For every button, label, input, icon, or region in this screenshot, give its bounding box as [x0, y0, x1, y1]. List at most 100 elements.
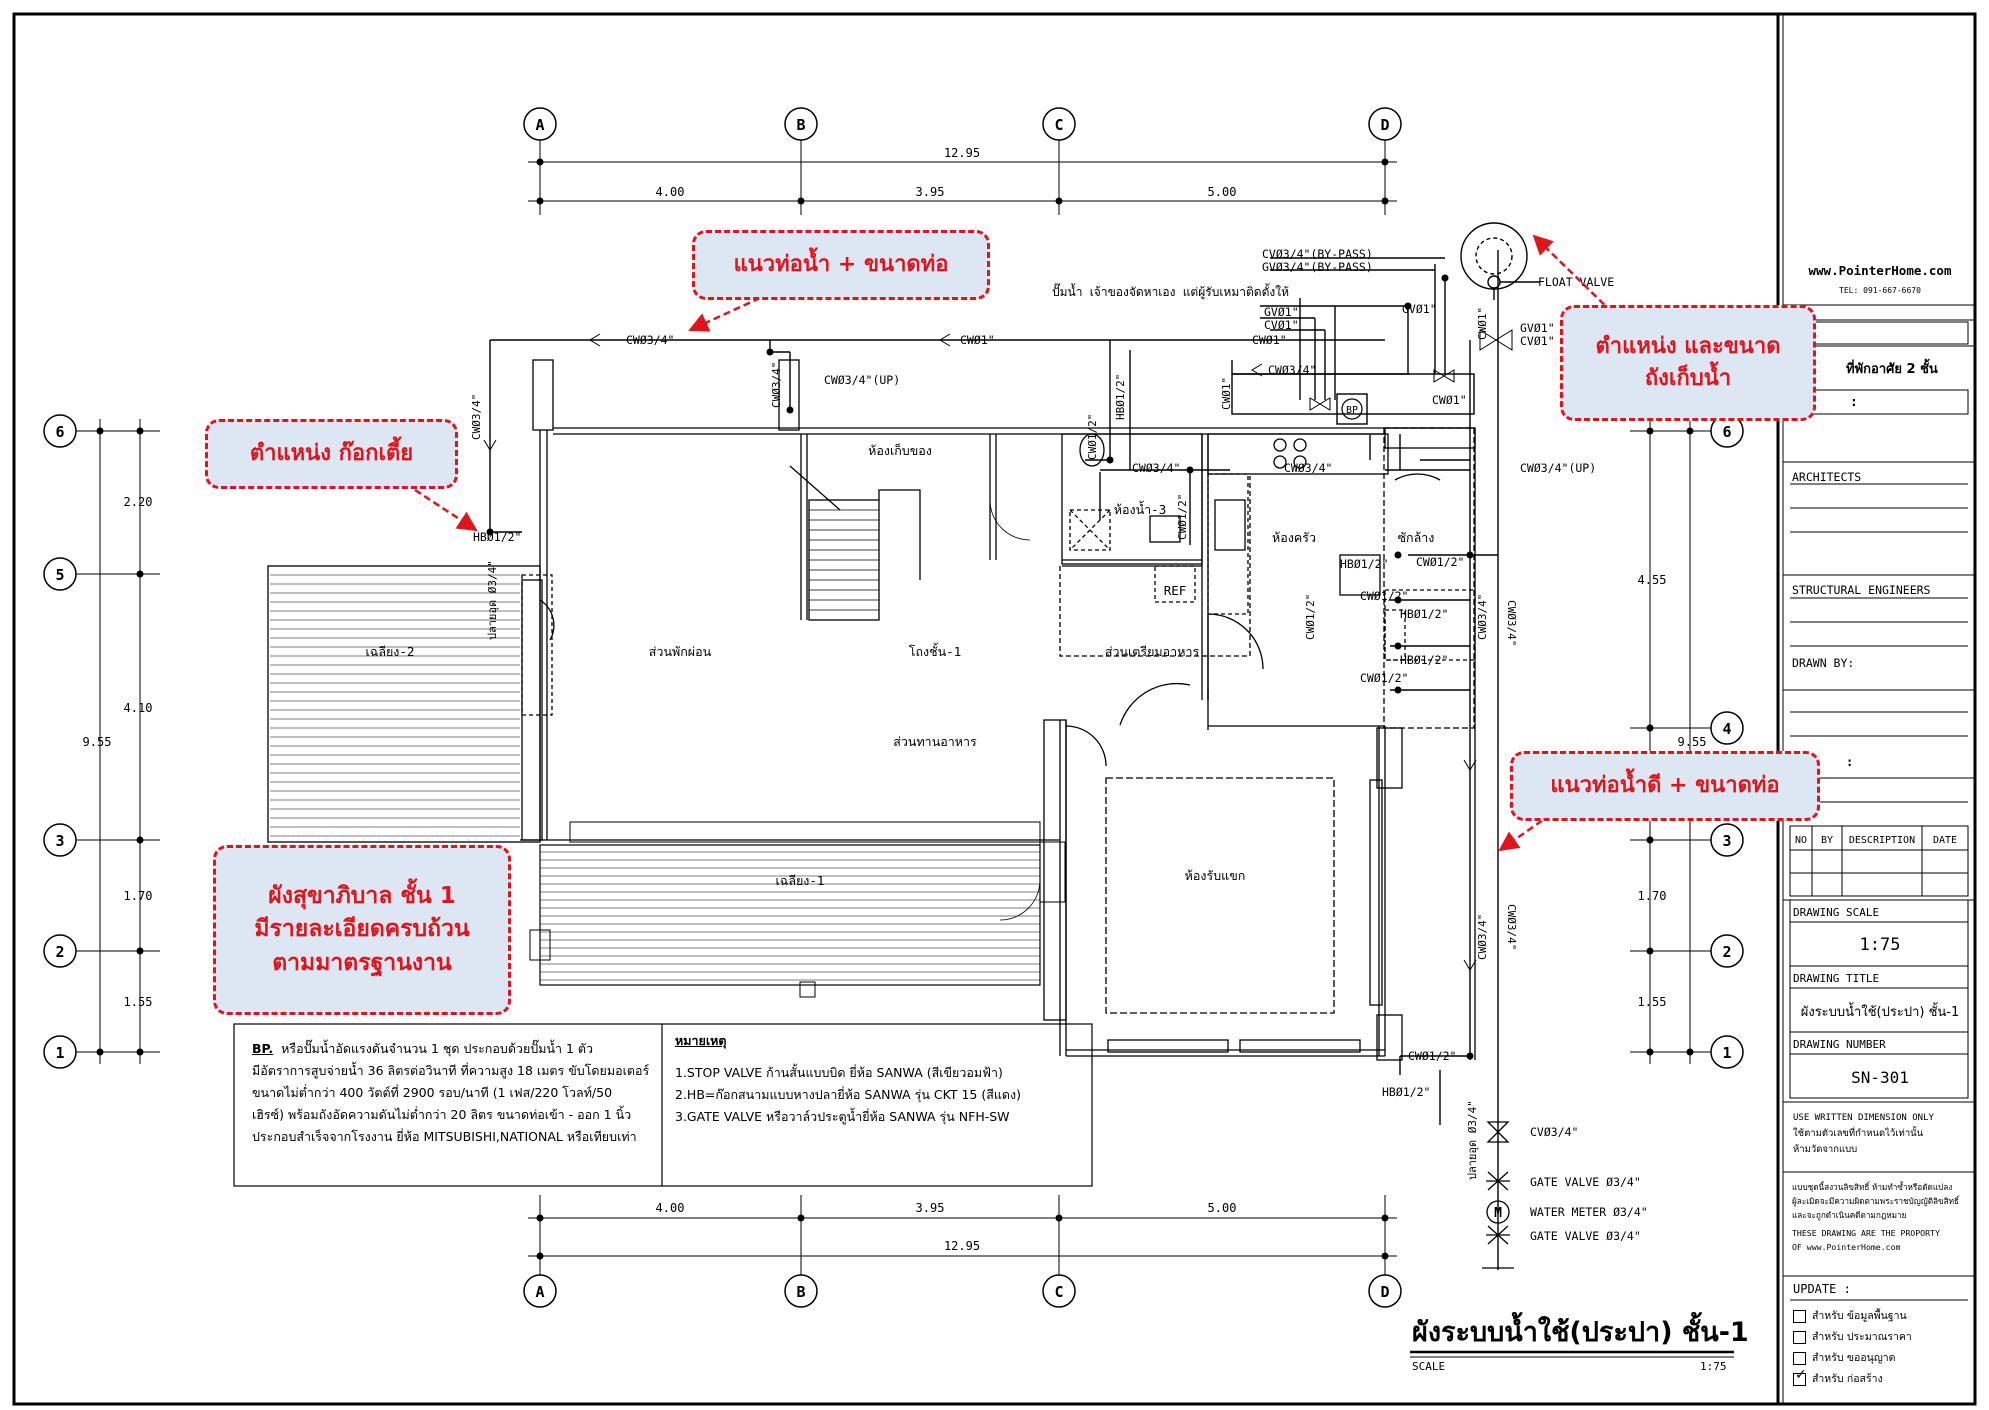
dim-right-6-4: 4.55 — [1638, 573, 1667, 587]
pipe-label-hb12-b: HBØ1/2" — [1340, 557, 1388, 571]
tb-note-en: USE WRITTEN DIMENSION ONLY — [1793, 1113, 1934, 1123]
checkbox-icon[interactable] — [1793, 1330, 1806, 1344]
plan-scale-label: SCALE — [1412, 1360, 1446, 1373]
tb-drawing-number: SN-301 — [1851, 1068, 1909, 1087]
dim-span-ab-bottom: 4.00 — [656, 1201, 685, 1215]
room-dining: ส่วนทานอาหาร — [893, 734, 977, 749]
grid-col-d-top: D — [1380, 116, 1389, 134]
grid-col-a-top: A — [535, 116, 544, 134]
legend-item-3: 3.GATE VALVE หรือวาล์วประตูน้ำยี่ห้อ SAN… — [675, 1109, 1010, 1124]
dim-left-3-2: 1.70 — [124, 889, 153, 903]
tb-rev-no: NO — [1795, 835, 1807, 846]
legend-item-2: 2.HB=ก๊อกสนามแบบหางปลายี่ห้อ SANWA รุ่น … — [675, 1087, 1022, 1102]
grid-row-1-right: 1 — [1722, 1044, 1731, 1062]
pipe-label-gv-bypass: GVØ3/4"(BY-PASS) — [1262, 260, 1373, 274]
grid-col-a-bottom: A — [535, 1283, 544, 1301]
pipe-label-hb12-d: HBØ1/2" — [1400, 653, 1448, 667]
building-walls — [267, 359, 1476, 1061]
update-item-1-label: สำหรับ ข้อมูลพื้นฐาน — [1812, 1310, 1907, 1322]
callout-tank: ตำแหน่ง และขนาด ถังเก็บน้ำ — [1560, 305, 1816, 421]
grid-row-5-left: 5 — [55, 566, 64, 584]
note-box-border — [233, 1023, 1093, 1187]
plan-scale-value: 1:75 — [1700, 1360, 1727, 1373]
legend-item-1: 1.STOP VALVE ก้านสั้นแบบบิด ยี่ห้อ SANWA… — [675, 1065, 1003, 1080]
pipe-label-cw1-top: CWØ1" — [960, 333, 995, 347]
dim-span-cd-top: 5.00 — [1208, 185, 1237, 199]
dim-left-5-3: 4.10 — [124, 701, 153, 715]
grid-row-6-right: 6 — [1722, 423, 1731, 441]
grid-col-c-bottom: C — [1054, 1283, 1063, 1301]
checkbox-icon[interactable] — [1793, 1351, 1806, 1365]
pipe-label-cw34-up: CWØ3/4"(UP) — [824, 373, 900, 387]
sheet-border — [12, 12, 1977, 1406]
pump-note: ปั๊มน้ำ เจ้าของจัดหาเอง แต่ผู้รับเหมาติด… — [1052, 283, 1289, 300]
room-prep: ส่วนเตรียมอาหาร — [1105, 644, 1200, 659]
bp-note-line-5: ประกอบสำเร็จจากโรงงาน ยี่ห้อ MITSUBISHI,… — [252, 1129, 637, 1144]
grid-row-6-left: 6 — [55, 423, 64, 441]
pipe-label-cw1-vert: CWØ1" — [1220, 377, 1233, 410]
water-tank — [1460, 222, 1540, 300]
pipe-network — [489, 250, 1499, 1270]
grid-col-d-bottom: D — [1380, 1283, 1389, 1301]
tb-drawn-by: DRAWN BY: — [1792, 656, 1854, 670]
bp-label: BP — [1346, 405, 1358, 416]
pipe-label-cw12-b: CWØ1/2" — [1360, 589, 1408, 603]
pipe-label-cw1-vert2: CWØ1" — [1476, 307, 1489, 340]
pipe-label-cw1-b: CWØ1" — [1432, 393, 1467, 407]
room-kitchen: ห้องครัว — [1272, 530, 1316, 545]
pipe-label-cw34-c: CWØ3/4" — [1132, 461, 1180, 475]
dim-right-3-2: 1.70 — [1638, 889, 1667, 903]
meter-symbol: M — [1494, 1206, 1502, 1221]
pipe-label-gate2: GATE VALVE Ø3/4" — [1530, 1229, 1641, 1243]
grid-row-3-right: 3 — [1722, 832, 1731, 850]
bp-note-text-1: หรือปั๊มน้ำอัดแรงดันจำนวน 1 ชุด ประกอบด้… — [281, 1041, 594, 1056]
legend-title: หมายเหตุ — [675, 1033, 727, 1048]
room-storage: ห้องเก็บของ — [868, 443, 932, 458]
pipe-label-gate1: GATE VALVE Ø3/4" — [1530, 1175, 1641, 1189]
callout-plan: ผังสุขาภิบาล ชั้น 1 มีรายละเอียดครบถ้วน … — [213, 845, 511, 1015]
checkbox-icon[interactable] — [1793, 1309, 1806, 1323]
pipe-label-cw12-vert: CWØ1/2" — [1304, 594, 1317, 640]
update-item-1[interactable]: สำหรับ ข้อมูลพื้นฐาน — [1793, 1306, 1912, 1327]
tb-note-th2: ห้ามวัดจากแบบ — [1793, 1144, 1857, 1155]
update-item-4[interactable]: ✓ สำหรับ ก่อสร้าง — [1793, 1367, 1912, 1390]
pipe-label-cv1: CVØ1" — [1264, 318, 1299, 332]
water-meter-assembly — [1482, 1121, 1514, 1269]
pipe-label-cw34-vert-d: CWØ3/4" — [1476, 914, 1489, 960]
room-guest: ห้องรับแขก — [1185, 868, 1246, 883]
callout-pipe-line: แนวท่อน้ำ + ขนาดท่อ — [692, 230, 990, 300]
pipe-label-hb12-a: HBØ1/2" — [473, 530, 521, 544]
grid-col-c-top: C — [1054, 116, 1063, 134]
terrace-2-deck — [270, 574, 520, 837]
checkbox-checked-icon[interactable]: ✓ — [1793, 1367, 1807, 1386]
pipe-label-hb12-e: HBØ1/2" — [1382, 1085, 1430, 1099]
update-item-3[interactable]: สำหรับ ขออนุญาต — [1793, 1348, 1912, 1369]
update-item-2[interactable]: สำหรับ ประมาณราคา — [1793, 1327, 1912, 1348]
room-wash: ซักล้าง — [1398, 530, 1435, 545]
tb-drawing-scale-label: DRAWING SCALE — [1793, 906, 1879, 919]
pipe-label-hb12-vert-bath: HBØ1/2" — [1114, 374, 1127, 420]
legend: หมายเหตุ 1.STOP VALVE ก้านสั้นแบบบิด ยี่… — [675, 1030, 1085, 1128]
tb-copyright-th2: ผู้ละเมิดจะมีความผิดตามพระราชบัญญัติลิขส… — [1792, 1195, 1960, 1207]
valve-symbols — [486, 274, 1513, 1060]
room-living: ส่วนพักผ่อน — [649, 644, 712, 659]
tb-rev-by: BY — [1821, 835, 1833, 846]
grid-col-b-bottom: B — [796, 1283, 805, 1301]
room-terrace-1: เฉลียง-1 — [776, 873, 825, 888]
pipe-label-meter: WATER METER Ø3/4" — [1530, 1205, 1648, 1219]
tb-drawing-title-label: DRAWING TITLE — [1793, 972, 1879, 985]
update-item-4-label: สำหรับ ก่อสร้าง — [1812, 1373, 1883, 1385]
pipe-label-hb12-c: HBØ1/2" — [1400, 607, 1448, 621]
update-item-3-label: สำหรับ ขออนุญาต — [1812, 1352, 1896, 1364]
tb-copyright-th3: และจะถูกดำเนินคดีตามกฎหมาย — [1792, 1210, 1907, 1221]
pipe-label-cv34-meter: CVØ3/4" — [1530, 1125, 1578, 1139]
tb-colon: : — [1850, 395, 1858, 410]
update-item-2-label: สำหรับ ประมาณราคา — [1812, 1331, 1912, 1343]
tb-project: ที่พักอาศัย 2 ชั้น — [1846, 358, 1938, 377]
dim-span-ab-top: 4.00 — [656, 185, 685, 199]
bp-note-line-1: BP.หรือปั๊มน้ำอัดแรงดันจำนวน 1 ชุด ประกอ… — [252, 1038, 652, 1060]
room-ref: REF — [1164, 583, 1187, 598]
tb-copyright-en1: THESE DRAWING ARE THE PROPORTY — [1792, 1228, 1940, 1238]
dim-overall-bottom: 12.95 — [944, 1239, 980, 1253]
